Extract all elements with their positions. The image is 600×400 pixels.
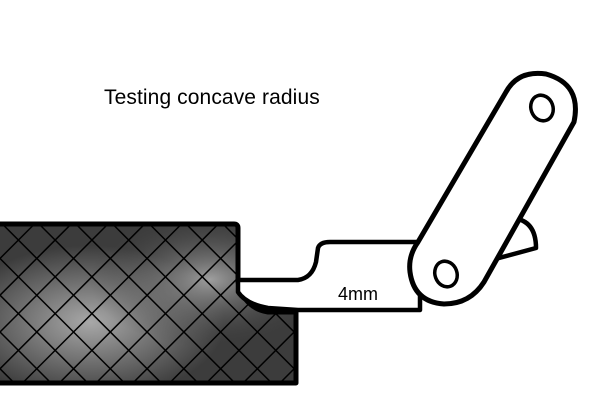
gauge-arm [407,70,578,307]
radius-gauge-blade [235,239,423,313]
diagram-caption: Testing concave radius [104,86,320,109]
pivot-hole-bottom [432,259,460,289]
gauge-size-label: 4mm [338,284,378,304]
pivot-hole-top [528,93,556,123]
